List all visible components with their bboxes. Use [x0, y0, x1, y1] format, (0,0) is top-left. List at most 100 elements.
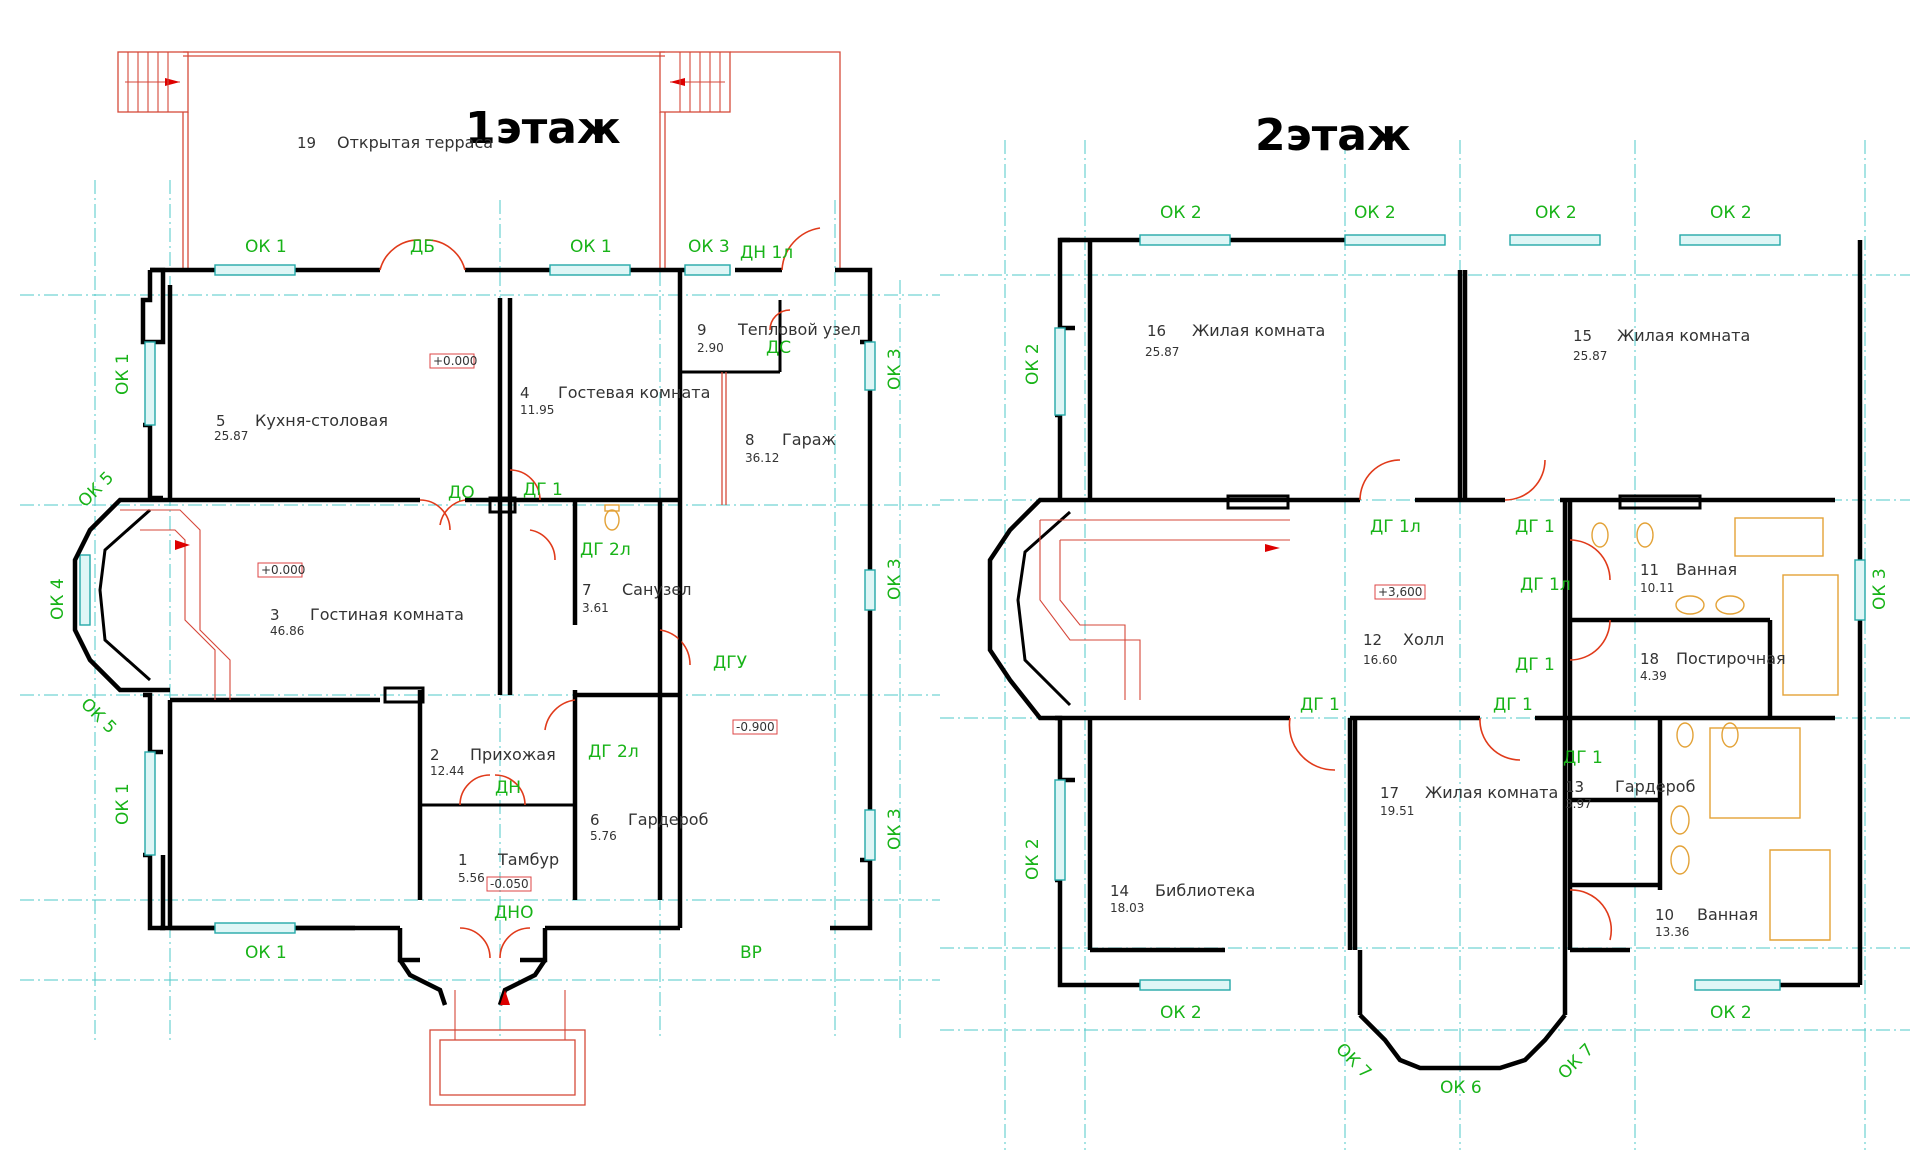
- floor1-tag: ОК 1: [245, 237, 287, 257]
- floor2-room-name: Холл: [1403, 630, 1444, 649]
- floor1-title: 1этаж: [465, 103, 621, 154]
- floor1-bay: [72, 497, 170, 693]
- floor1-room-area: 12.44: [430, 764, 464, 778]
- floor1-tag: ДН: [495, 778, 521, 798]
- floor2-room-area: 25.87: [1573, 349, 1607, 363]
- floor1-axis-grid: [20, 180, 940, 1040]
- floor2-tag: ОК 6: [1440, 1078, 1482, 1098]
- floor2-room-area: 16.60: [1363, 653, 1397, 667]
- floor1-room-name: Прихожая: [470, 745, 556, 764]
- floor2-doors: [1288, 459, 1613, 941]
- floor2-tag: ДГ 1: [1493, 695, 1533, 715]
- floor2-room-name: Постирочная: [1676, 649, 1786, 668]
- floor2-tag: ОК 2: [1023, 838, 1043, 880]
- floor1-room-name: Санузел: [622, 580, 691, 599]
- floor2-stair: [1039, 519, 1290, 700]
- floor1-room-number: 1: [458, 851, 468, 869]
- floor2-room-name: Жилая комната: [1617, 326, 1750, 345]
- floor1-level-mark: +0.000: [433, 354, 477, 368]
- floor2-room-number: 15: [1573, 327, 1592, 345]
- floor2-tag: ДГ 1: [1515, 655, 1555, 675]
- floor1-room-area: 2.90: [697, 341, 724, 355]
- floor1-room-number: 19: [297, 134, 316, 152]
- floor1-room-number: 2: [430, 746, 440, 764]
- floor2-room-number: 11: [1640, 561, 1659, 579]
- floor2-tag: ДГ 1л: [1520, 575, 1571, 595]
- floor2-tag: ОК 2: [1535, 203, 1577, 223]
- floor1-room-number: 3: [270, 606, 280, 624]
- floor1-room-name: Гараж: [782, 430, 836, 449]
- floor1-room-name: Гостевая комната: [558, 383, 710, 402]
- floor1-tag: ДО: [448, 483, 475, 503]
- floor2-room-number: 16: [1147, 322, 1166, 340]
- floor2-tag: ДГ 1: [1515, 517, 1555, 537]
- floor1-wc: [604, 504, 620, 531]
- floor1-tag: ОК 4: [48, 578, 68, 620]
- floor2-level-box: [1374, 584, 1426, 600]
- floor1-room-name: Кухня-столовая: [255, 411, 388, 430]
- floor1-tag: ОК 1: [113, 353, 133, 395]
- floor2-room-name: Ванная: [1697, 905, 1758, 924]
- floor2-room-area: 18.03: [1110, 901, 1144, 915]
- floor2-title: 2этаж: [1255, 110, 1411, 161]
- floor1-tag: ДНО: [494, 903, 533, 923]
- floor2-room-name: Библиотека: [1155, 881, 1255, 900]
- floor2-tag: ОК 2: [1023, 343, 1043, 385]
- floor2-tag: ОК 2: [1160, 203, 1202, 223]
- floor2-plan: [940, 140, 1910, 1150]
- floor2-room-area: 3.97: [1565, 797, 1592, 811]
- floor1-tag: ДГ 1: [523, 480, 563, 500]
- floor2-tag: ДГ 1: [1300, 695, 1340, 715]
- floor2-room-name: Гардероб: [1615, 777, 1695, 796]
- floor1-room-number: 8: [745, 431, 755, 449]
- floor1-level-mark: +0.000: [261, 563, 305, 577]
- floor1-porch: [398, 958, 586, 1106]
- floor2-room-number: 12: [1363, 631, 1382, 649]
- floor2-room-name: Ванная: [1676, 560, 1737, 579]
- floor2-room-number: 14: [1110, 882, 1129, 900]
- floor1-tag: ОК 5: [76, 694, 120, 738]
- floor2-tag: ОК 2: [1354, 203, 1396, 223]
- floor1-tag: ОК 1: [113, 783, 133, 825]
- floor1-tag: ОК 3: [885, 808, 905, 850]
- floor2-room-area: 13.36: [1655, 925, 1689, 939]
- floor1-stair: [120, 509, 231, 700]
- floor1-room-number: 9: [697, 321, 707, 339]
- floor1-room-name: Гостиная комната: [310, 605, 464, 624]
- floor1-room-number: 5: [216, 412, 226, 430]
- floor2-walls: [1055, 237, 1863, 1015]
- floor1-room-area: 5.56: [458, 871, 485, 885]
- floor2-level-mark: +3,600: [1378, 585, 1422, 599]
- floor1-room-number: 4: [520, 384, 530, 402]
- floor2-tag: ДГ 1: [1563, 748, 1603, 768]
- floor1-room-area: 46.86: [270, 624, 304, 638]
- terrace-stair-treads: [127, 52, 721, 112]
- floor1-room-name: Гардероб: [628, 810, 708, 829]
- floor2-tag: ОК 2: [1710, 203, 1752, 223]
- floor1-room-name: Открытая терраса: [337, 133, 493, 152]
- floor1-room-name: Тамбур: [497, 850, 559, 869]
- floor2-tag: ОК 2: [1160, 1003, 1202, 1023]
- floor1-doors: [379, 227, 821, 959]
- floor2-room-number: 17: [1380, 784, 1399, 802]
- terrace-outline: [117, 51, 841, 268]
- floor2-tag: ОК 7: [1554, 1040, 1598, 1084]
- floor1-tag: ВР: [740, 943, 762, 963]
- floor1-tag: ДГ 2л: [588, 742, 639, 762]
- floor1-room-number: 6: [590, 811, 600, 829]
- floor2-room-number: 10: [1655, 906, 1674, 924]
- floor1-tag: ОК 3: [688, 237, 730, 257]
- floor2-tag: ОК 2: [1710, 1003, 1752, 1023]
- floor1-room-area: 5.76: [590, 829, 617, 843]
- floor1-tag: ОК 1: [570, 237, 612, 257]
- floor1-tag: ОК 3: [885, 348, 905, 390]
- floor1-room-area: 11.95: [520, 403, 554, 417]
- floor1-room-area: 3.61: [582, 601, 609, 615]
- floor2-room-number: 18: [1640, 650, 1659, 668]
- floor1-levels: [257, 353, 778, 892]
- floor1-tag: ДБ: [410, 237, 435, 257]
- floor1-tag: ДГУ: [713, 653, 748, 673]
- floor1-plan: [20, 51, 940, 1106]
